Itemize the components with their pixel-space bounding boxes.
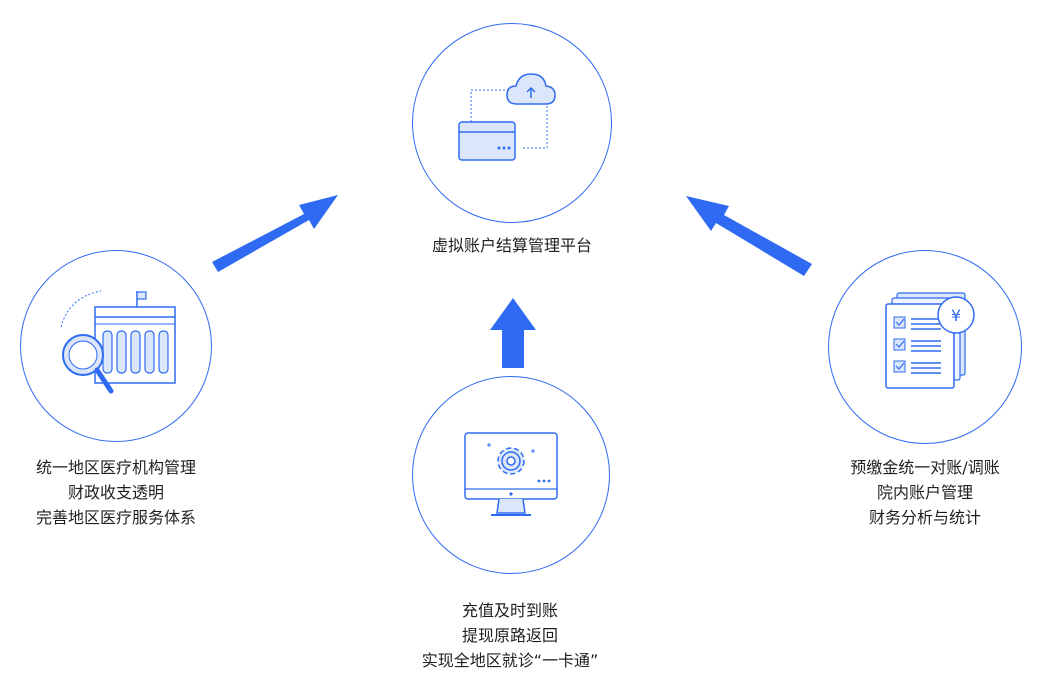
right-node: ¥	[828, 250, 1022, 444]
left-label: 统一地区医疗机构管理 财政收支透明 完善地区医疗服务体系	[10, 455, 222, 530]
left-line-1: 统一地区医疗机构管理	[35, 458, 196, 477]
left-node	[20, 250, 212, 442]
right-line-3: 财务分析与统计	[868, 508, 981, 527]
documents-yuan-icon: ¥	[885, 292, 975, 389]
yuan-badge-symbol: ¥	[951, 306, 961, 325]
monitor-gear-icon	[464, 432, 558, 516]
right-label: 预缴金统一对账/调账 院内账户管理 财务分析与统计	[818, 455, 1032, 530]
bottom-line-1: 充值及时到账	[461, 601, 558, 620]
platform-node	[412, 23, 612, 223]
hospital-search-icon	[60, 290, 176, 394]
left-line-2: 财政收支透明	[67, 483, 164, 502]
right-line-2: 院内账户管理	[876, 483, 973, 502]
card-cloud-upload-icon	[458, 73, 556, 161]
right-line-1: 预缴金统一对账/调账	[850, 458, 1000, 477]
bottom-node	[412, 376, 610, 574]
bottom-line-3: 实现全地区就诊“一卡通”	[421, 651, 599, 670]
bottom-line-2: 提现原路返回	[461, 626, 558, 645]
arrow-bottom-to-platform	[490, 298, 536, 368]
platform-label: 虚拟账户结算管理平台	[431, 236, 592, 255]
arrow-left-to-platform	[212, 195, 338, 272]
left-line-3: 完善地区医疗服务体系	[35, 508, 196, 527]
arrow-right-to-platform	[686, 196, 812, 276]
bottom-label: 充值及时到账 提现原路返回 实现全地区就诊“一卡通”	[390, 598, 630, 673]
